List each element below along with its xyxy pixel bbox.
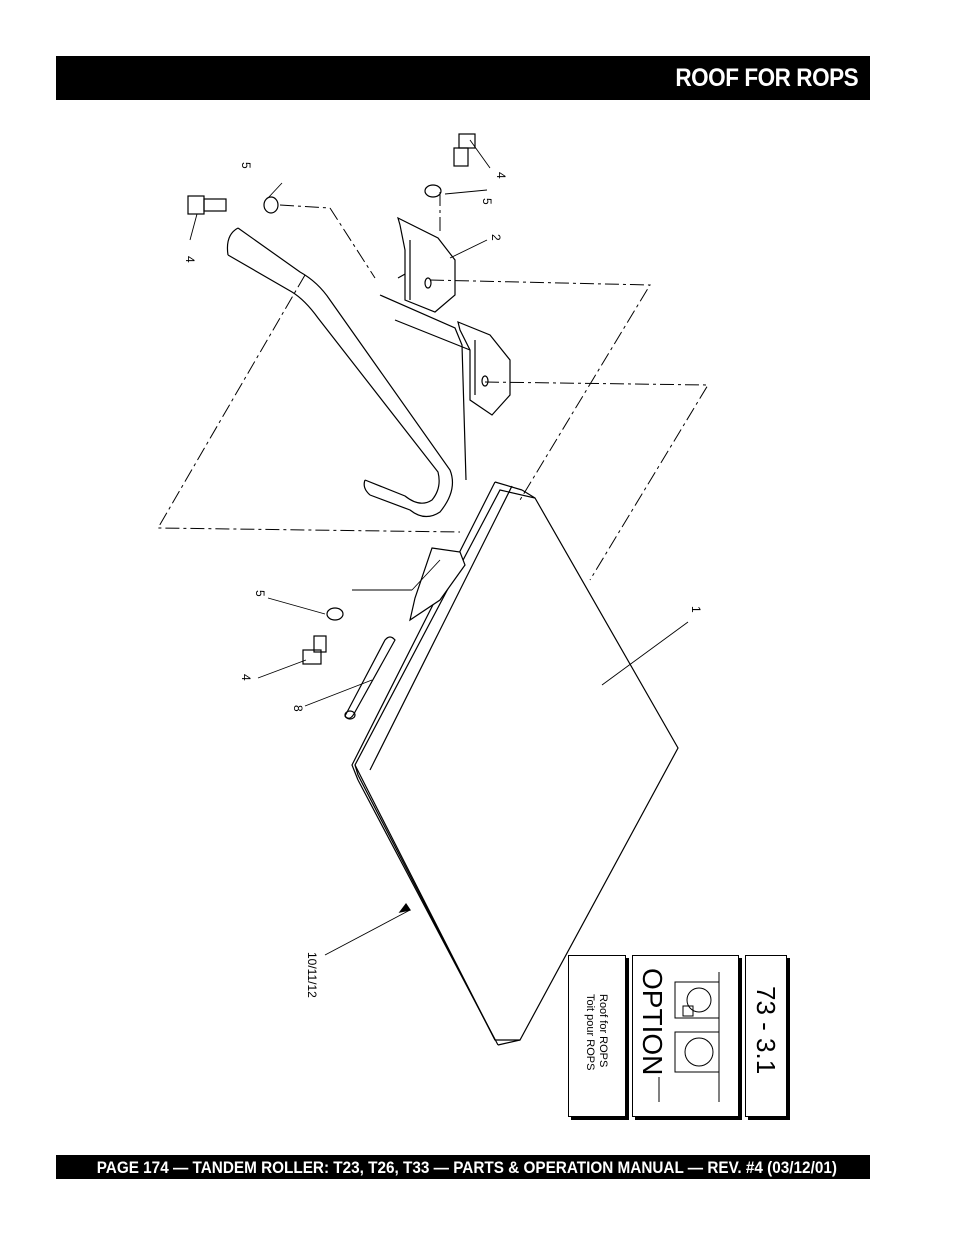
bolt-lower — [302, 635, 327, 665]
ref-number: 73 - 3.1 — [751, 986, 781, 1075]
callout-5-left: 5 — [239, 162, 253, 169]
pin-part — [344, 636, 396, 720]
ref-number-panel: 73 - 3.1 — [745, 955, 787, 1117]
washer-right — [424, 184, 442, 198]
ref-caption-fr: Toit pour ROPS — [584, 994, 596, 1071]
rops-frame — [226, 227, 471, 518]
callout-4-lower: 4 — [239, 674, 253, 681]
callout-2: 2 — [489, 234, 503, 241]
bracket-side — [409, 547, 466, 622]
bolt-upper-left — [187, 195, 227, 215]
page-title: ROOF FOR ROPS — [675, 64, 858, 92]
bracket-upper — [397, 216, 456, 313]
washer-left — [263, 196, 279, 214]
callout-5-right: 5 — [480, 198, 494, 205]
washer-lower — [326, 607, 344, 621]
callout-4-left: 4 — [183, 256, 197, 263]
bracket-lower — [457, 320, 511, 416]
bolt-upper-right — [453, 133, 476, 167]
page-header-bar: ROOF FOR ROPS — [56, 56, 870, 100]
callout-1: 1 — [689, 606, 703, 613]
ref-illustration-panel: OPTION — [632, 955, 739, 1117]
page-footer-bar: PAGE 174 — TANDEM ROLLER: T23, T26, T33 … — [56, 1155, 870, 1179]
ref-option-label: OPTION — [637, 966, 668, 1078]
ref-caption-panel: Roof for ROPS Toit pour ROPS — [568, 955, 626, 1117]
ref-caption-en: Roof for ROPS — [597, 994, 609, 1068]
reference-card: Roof for ROPS Toit pour ROPS OPTION 73 -… — [568, 955, 788, 1117]
callout-8: 8 — [291, 705, 305, 712]
callout-4-upper-right: 4 — [494, 172, 508, 179]
page-footer-text: PAGE 174 — TANDEM ROLLER: T23, T26, T33 … — [96, 1158, 837, 1177]
callout-5-lower: 5 — [253, 590, 267, 597]
callout-10-11-12: 10/11/12 — [305, 952, 319, 998]
